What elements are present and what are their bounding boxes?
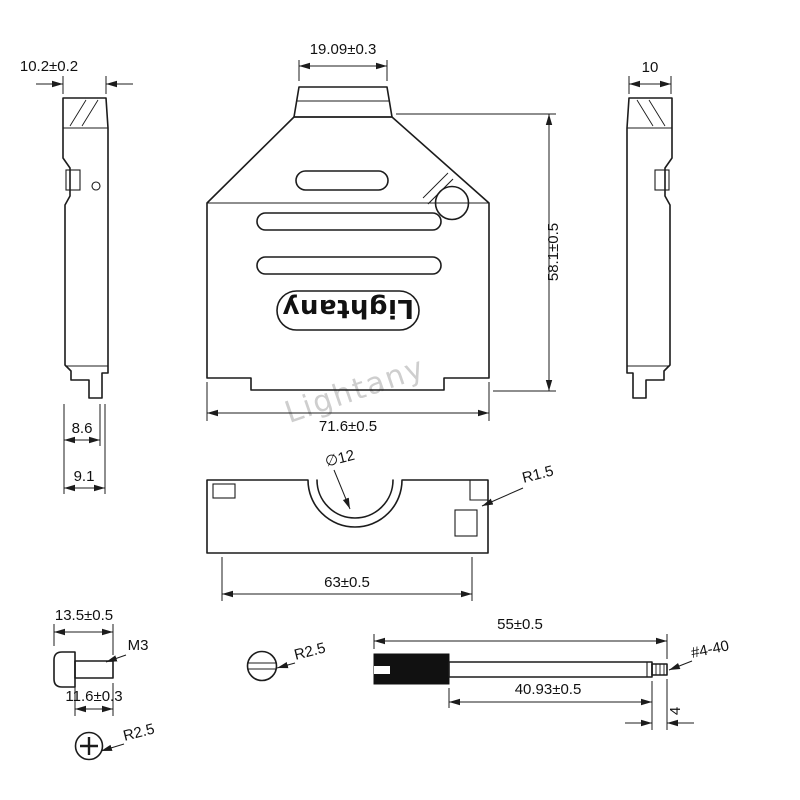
left-view-outline [62,97,109,399]
m3-thread-callout: M3 [105,637,149,663]
slotted-head-circle [246,650,278,682]
bottom-dim-width: 63±0.5 [221,557,473,601]
slot-icon [248,662,276,670]
bottom-view-inner-arc [316,479,394,519]
m3-dim-length-extensions [53,624,114,655]
bottom-dim-width-text: 63±0.5 [324,574,370,591]
right-side-view: 10 [626,59,673,399]
left-dim-steps: 8.6 9.1 [63,404,106,494]
left-view-hole [91,181,101,191]
jackscrew: 55±0.5 #4-40 40.93±0.5 4 [373,616,731,730]
front-dim-top-extensions [298,60,388,81]
left-dim-step-a-text: 8.6 [72,420,93,437]
front-dim-top-text: 19.09±0.3 [310,41,377,58]
m3-dim-shaft: 11.6±0.3 [65,683,123,716]
bottom-dim-fillet: R1.5 [481,463,555,507]
left-side-view: 10.2±0.2 8.6 9.1 [20,58,133,494]
front-dim-width: 71.6±0.5 [206,382,490,435]
left-dim-steps-extensions [63,404,106,494]
jackscrew-shaft [448,661,653,678]
slot-dim-head-text: R2.5 [292,640,327,664]
right-dim-width-extensions [628,76,672,94]
bottom-dim-hole-leader [333,469,351,510]
right-view-outline [626,97,673,399]
bottom-dim-fillet-leader [481,487,524,507]
right-dim-width-text: 10 [642,59,659,76]
front-dim-height-extensions [396,113,556,392]
front-dim-top: 19.09±0.3 [298,41,388,81]
m3-dim-length-text: 13.5±0.5 [55,607,113,624]
m3-screw: 13.5±0.5 M3 11.6±0.3 R2.5 [53,607,156,761]
right-view-cap-bevels [636,99,666,127]
jackscrew-dim-length: 55±0.5 [373,616,668,659]
bottom-view: ∅12 R1.5 63±0.5 [206,447,555,601]
front-chamfer-line-1 [427,178,454,205]
front-collar-outline [293,86,393,118]
m3-dim-head-leader [100,743,125,752]
front-vent-slot-1 [256,212,442,231]
jackscrew-dim-length-text: 55±0.5 [497,616,543,633]
jackscrew-dim-shaft-text: 40.93±0.5 [515,681,582,698]
front-screw-hole [434,185,470,221]
front-chamfer-line-2 [422,172,449,199]
m3-thread-leader [105,654,127,663]
jackscrew-dim-shaft: 40.93±0.5 [448,681,653,730]
slot-dim-head-leader [276,661,296,669]
left-dim-width-extensions [62,76,107,94]
bottom-dim-fillet-text: R1.5 [520,463,555,487]
phillips-cross-icon [80,737,98,755]
m3-dim-length: 13.5±0.5 [53,607,114,655]
bottom-view-right-step [469,480,488,501]
jackscrew-dim-tip-text: 4 [667,707,684,715]
left-view-cap-bevels [69,99,99,127]
front-dim-height-text: 58.1±0.5 [545,223,562,281]
jackscrew-thread-leader [668,660,693,671]
jackscrew-slot-notch [374,666,390,674]
left-dim-width-text: 10.2±0.2 [20,58,78,75]
jackscrew-thread-text: #4-40 [690,637,731,662]
m3-screw-shaft [74,660,114,679]
front-dim-height: 58.1±0.5 [396,113,562,392]
left-dim-step-b-text: 9.1 [74,468,95,485]
bottom-dim-hole-text: ∅12 [323,447,356,471]
right-dim-width: 10 [628,59,672,94]
jackscrew-tip-threads [655,664,665,675]
bottom-dim-hole: ∅12 [323,447,356,510]
slotted-head-view: R2.5 [246,640,327,682]
m3-thread-text: M3 [128,637,149,654]
m3-dim-shaft-text: 11.6±0.3 [65,688,122,705]
bottom-view-right-latch [454,509,478,537]
front-vent-slot-2 [256,256,442,275]
front-logo-plate [276,290,420,331]
bottom-view-left-latch [212,483,236,499]
left-view-latch [65,169,81,191]
bottom-view-outline [206,479,489,554]
front-top-slot [295,170,389,191]
left-dim-width: 10.2±0.2 [20,58,133,94]
jackscrew-dim-tip: 4 [625,679,694,730]
front-dim-width-text: 71.6±0.5 [319,418,377,435]
jackscrew-tip [651,663,668,676]
front-view: Lightany 19.09±0.3 58.1±0.5 71.6±0.5 [206,41,562,435]
m3-screw-head [53,651,76,688]
jackscrew-thread-callout: #4-40 [668,637,731,671]
m3-phillips-head-view: R2.5 [74,721,156,761]
logo-text: Lightany [282,293,414,323]
front-body-outline [206,116,490,391]
right-view-latch [654,169,670,191]
m3-dim-head-text: R2.5 [121,721,156,745]
